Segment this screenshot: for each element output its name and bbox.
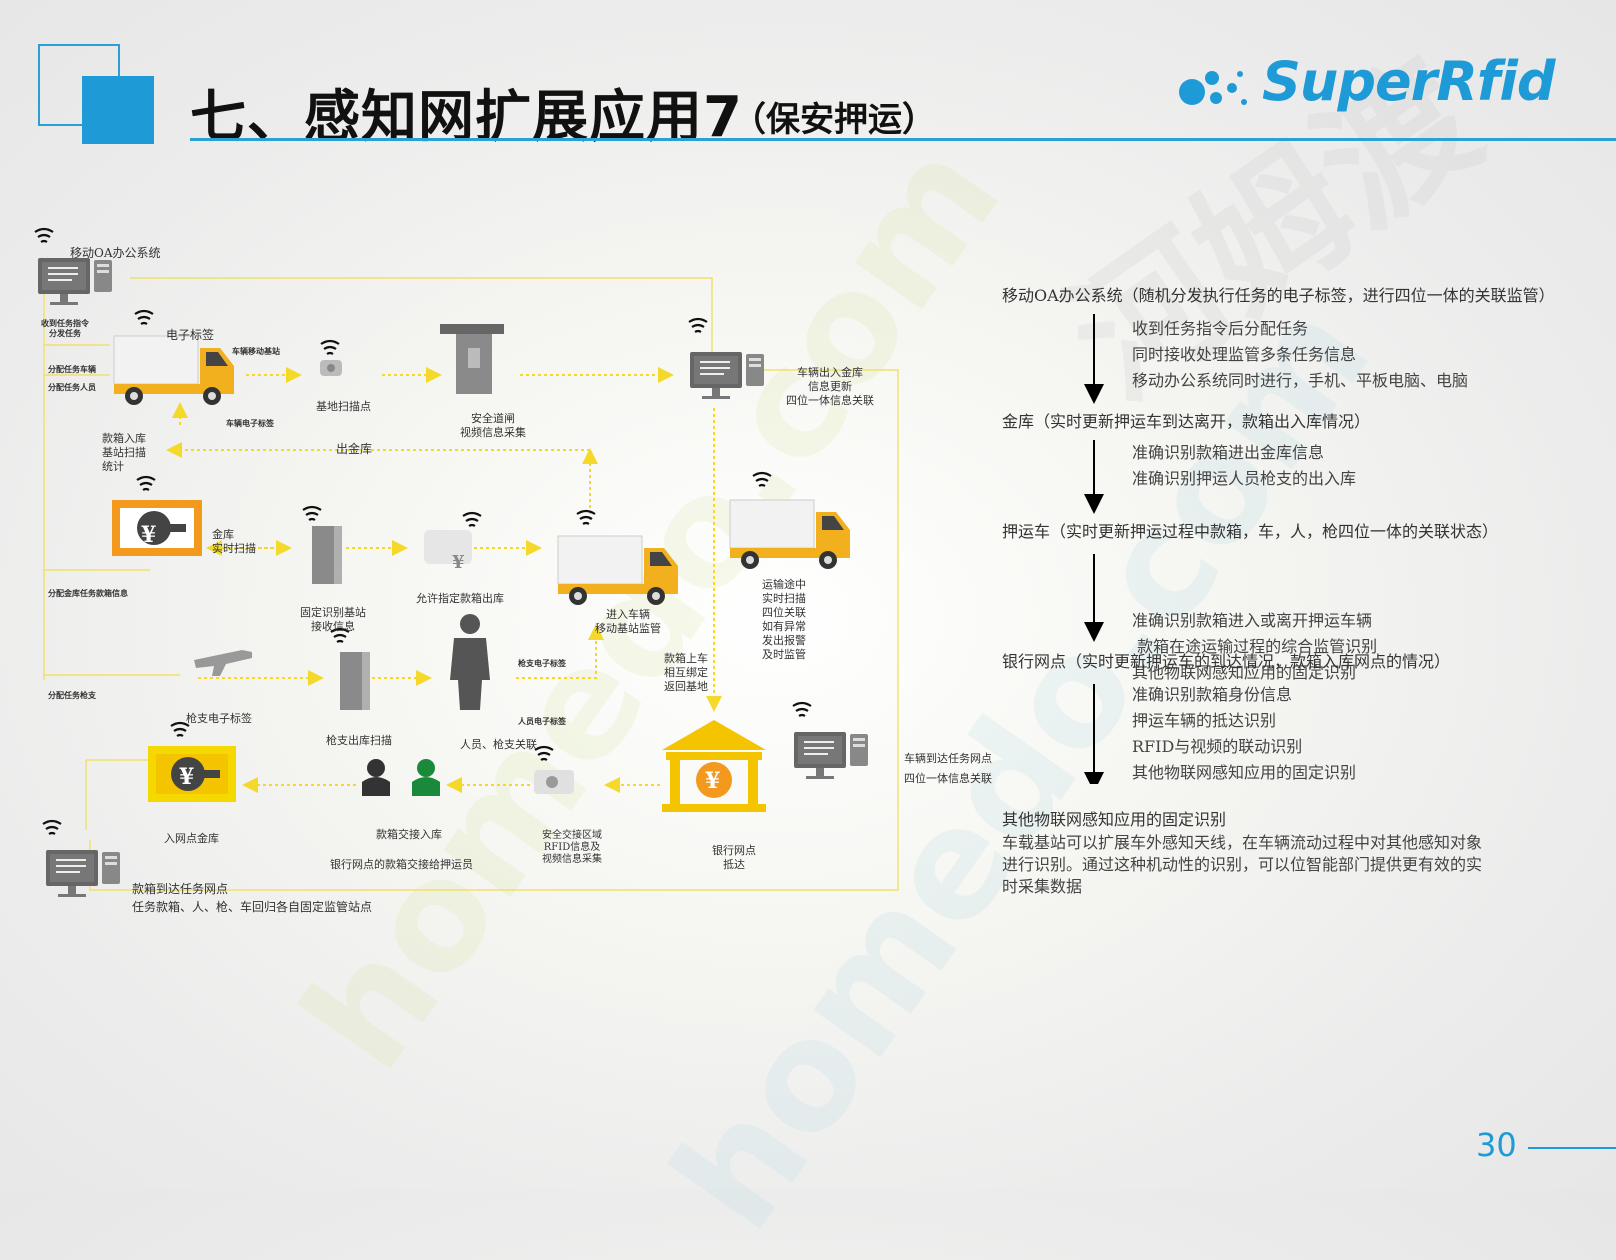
label-transit: 运输途中实时扫描四位关联 如有异常发出报警及时监管 [762,578,806,661]
logo-text: SuperRfid [1262,50,1555,113]
flow-diagram [33,227,899,898]
bank-vault-currency-icon: ¥ [179,764,195,790]
label-return: 款箱到达任务网点任务款箱、人、枪、车回归各自固定监管站点 [132,882,373,914]
label-vault-update: 车辆出入金库信息更新四位一体信息关联 [786,366,874,407]
flow-stage-items: 准确识别款箱进入或离开押运车辆 款箱在途运输过程的综合监管识别其他物联网感知应用… [1132,611,1378,682]
flow-arrows [1084,314,1104,784]
header-filled-square [82,76,154,144]
label-box-bind: 款箱上车相互绑定返回基地 [664,652,708,693]
label-gun-tag-small: 枪支电子标签 [518,658,566,668]
flow-stage-items: 收到任务指令后分配任务同时接收处理监管多条任务信息移动办公系统同时进行，手机、平… [1132,319,1469,390]
flow-footer-text: 车载基站可以扩展车外感知天线，在车辆流动过程中对其他感知对象进行识别。通过这种机… [1002,833,1483,896]
flow-footer-title: 其他物联网感知应用的固定识别 [1002,810,1227,829]
label-e-tag: 电子标签 [166,328,215,342]
logo-dots-icon [1179,71,1247,105]
label-staff-gun: 人员、枪支关联 [460,738,537,751]
label-box-handover: 款箱交接入库 [376,828,442,841]
label-staff-tag-small: 人员电子标签 [518,716,566,726]
page-subtitle: （保安押运） [732,100,936,140]
label-bank: 银行网点抵达 [712,844,756,871]
label-handover-desc: 银行网点的款箱交接给押运员 [330,858,473,871]
label-assign-vehicle: 分配任务车辆 [48,364,96,374]
label-assign-staff: 分配任务人员 [48,382,96,392]
label-gun-out: 枪支出库扫描 [326,734,392,747]
flow-stage-title: 押运车（实时更新押运过程中款箱，车，人，枪四位一体的关联状态） [1002,522,1499,541]
label-out-vault: 出金库 [336,442,373,456]
label-assign-box: 分配金库任务款箱信息 [48,588,128,598]
label-enter-vehicle: 进入车辆移动基站监管 [595,608,661,635]
label-base-scan: 基地扫描点 [316,400,371,413]
label-allow-box: 允许指定款箱出库 [416,592,504,605]
label-vehicle-tag: 车辆电子标签 [226,418,274,428]
page-number-line [1528,1147,1616,1149]
vault-currency-icon: ¥ [141,522,157,548]
label-bank-arrive: 车辆到达任务网点四位一体信息关联 [904,752,992,785]
flow-stage-title: 金库（实时更新押运车到达离开，款箱出入库情况） [1002,412,1371,431]
flow-stage-title: 银行网点（实时更新押运车的到达情况，款箱入库网点的情况） [1002,652,1451,671]
label-oa-system: 移动OA办公系统 [70,246,161,260]
label-gate: 安全道闸视频信息采集 [460,412,526,439]
label-vehicle-base: 车辆移动基站 [232,346,280,356]
bank-currency-icon: ¥ [705,768,721,794]
label-assign-gun: 分配任务枪支 [48,690,96,700]
flow-stage-items: 准确识别款箱进出金库信息准确识别押运人员枪支的出入库 [1132,443,1357,488]
label-fixed-base: 固定识别基站接收信息 [300,606,366,633]
box-currency-icon: ¥ [452,552,465,573]
label-gun-tag: 枪支电子标签 [186,712,252,725]
label-inbound: 款箱入库基站扫描统计 [102,432,146,473]
label-vault: 金库实时扫描 [212,528,256,555]
label-bank-vault: 入网点金库 [164,832,219,845]
label-oa-receive: 收到任务指令分发任务 [41,318,89,338]
page-number: 30 [1476,1126,1517,1164]
header-underline [190,138,1616,141]
flow-stage-title: 移动OA办公系统（随机分发执行任务的电子标签，进行四位一体的关联监管） [1002,286,1555,305]
